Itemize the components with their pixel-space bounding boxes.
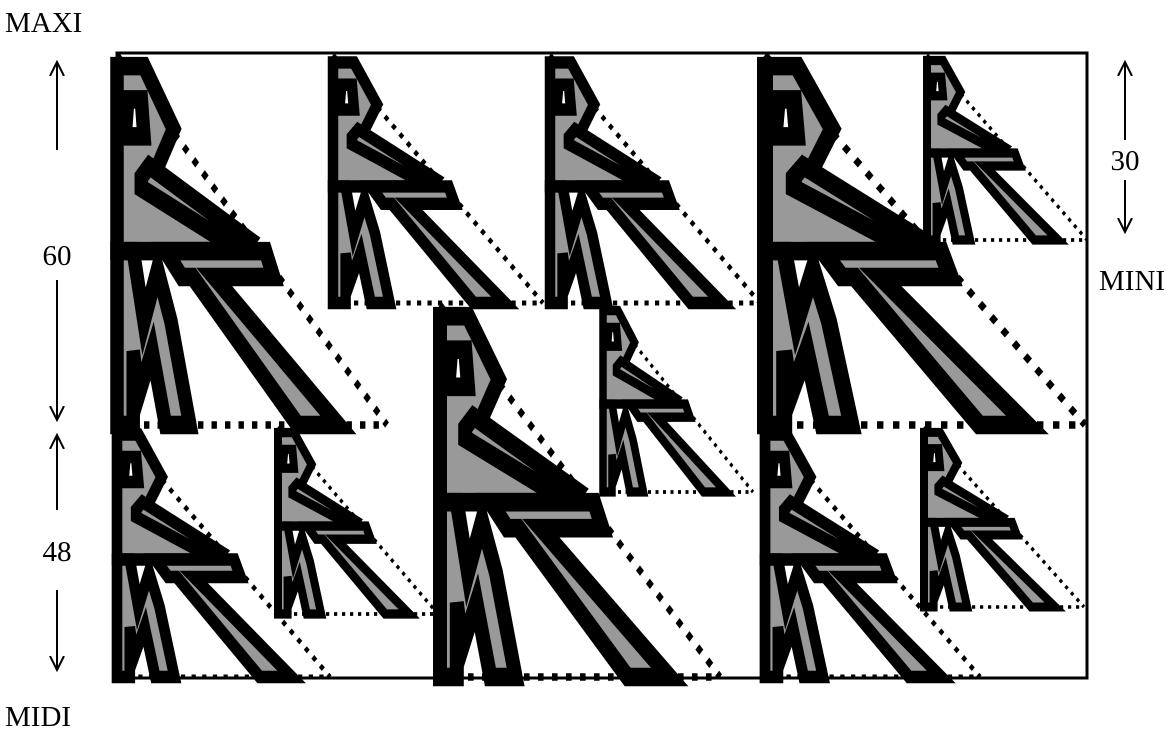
rmt-logo-icon	[924, 427, 1084, 607]
rmt-logo-icon	[333, 55, 543, 303]
dimension-60: 60	[43, 62, 72, 420]
dimension-60-label: 60	[43, 240, 72, 272]
logo-tile-mini	[550, 55, 760, 303]
logo-tile-mini	[927, 55, 1087, 240]
maxi-label: MAXI	[5, 7, 82, 39]
dimension-30-label: 30	[1111, 145, 1140, 177]
rmt-logo-icon	[278, 427, 438, 614]
dimension-48-label: 48	[43, 536, 72, 568]
rmt-logo-icon	[927, 55, 1087, 240]
dimension-48: 48	[43, 435, 72, 670]
midi-label: MIDI	[5, 701, 71, 733]
rmt-logo-icon	[550, 55, 760, 303]
rmt-logo-icon	[603, 305, 753, 492]
dimension-30: 30	[1111, 62, 1140, 232]
logo-tile-mini	[924, 427, 1084, 607]
logo-tile-mini	[603, 305, 753, 492]
logo-tiles	[117, 55, 1087, 677]
logo-tile-mini	[278, 427, 438, 614]
mini-label: MINI	[1099, 265, 1165, 297]
logo-tile-mini	[333, 55, 543, 303]
